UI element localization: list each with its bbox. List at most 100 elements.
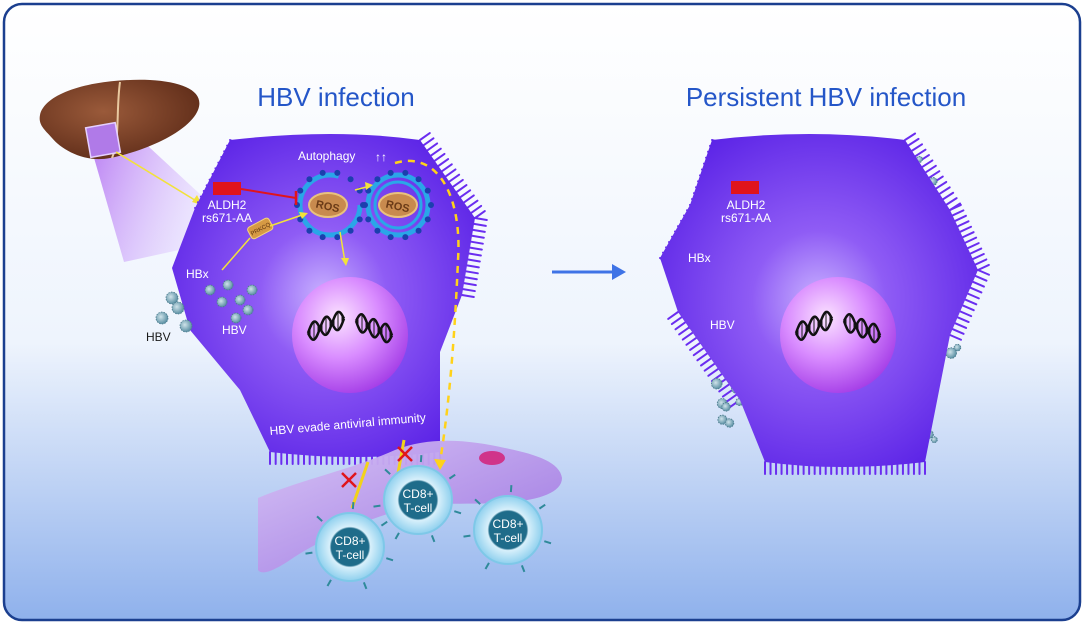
tcell-receptor	[538, 503, 546, 510]
microvillus	[959, 310, 973, 318]
tcell-receptor	[484, 562, 490, 570]
vesicle-dot	[428, 202, 434, 208]
tcell-receptor	[509, 485, 513, 493]
dna-strand	[306, 315, 346, 341]
microvillus	[692, 347, 705, 357]
tcell-receptor	[430, 535, 436, 543]
right-nucleus	[780, 277, 896, 393]
aldh2-block-right	[731, 181, 759, 194]
dna-strand	[842, 313, 882, 339]
genotype-label-left: rs671-AA	[202, 211, 252, 225]
tcell-label-line2: T-cell	[404, 501, 433, 515]
tcell-receptor	[380, 520, 388, 527]
aldh2-inhibit-line	[240, 188, 297, 199]
microvillus	[469, 246, 483, 251]
cd8-tcell: CD8+T-cell	[373, 455, 462, 543]
virus-particle	[717, 414, 728, 425]
left-virus-particles	[155, 279, 258, 333]
microvillus	[954, 214, 967, 222]
tcell-receptor	[394, 532, 400, 540]
virus-particle	[711, 377, 723, 390]
prkcq-arrowhead	[299, 212, 308, 219]
ros-label-1: ROS	[315, 199, 341, 216]
dna-strand	[354, 313, 394, 339]
virus-particle	[953, 343, 962, 352]
aldh2-block-left	[213, 182, 241, 195]
ros-arrowhead	[365, 182, 373, 190]
tcell-label-line2: T-cell	[494, 531, 523, 545]
tcell-body	[315, 512, 385, 582]
virus-particle	[724, 418, 735, 428]
ros-label-2: ROS	[385, 199, 411, 216]
tcell-receptor	[419, 455, 423, 463]
microvillus	[974, 258, 988, 266]
aldh2-label-left: ALDH2	[208, 198, 247, 212]
tcell-label-line2: T-cell	[336, 548, 365, 562]
vesicle-dot	[347, 227, 354, 234]
right-dna-icon	[794, 310, 882, 344]
virus-particle	[179, 319, 193, 333]
vesicle-dot	[387, 169, 394, 176]
microvillus	[938, 186, 951, 195]
microvillus	[971, 253, 985, 261]
vesicle-dot	[334, 169, 341, 176]
hbx-to-prkcq-arrow	[221, 237, 251, 271]
autophagy-label: Autophagy	[298, 149, 355, 163]
microvillus	[945, 197, 958, 206]
dna-strand	[794, 310, 834, 337]
prkcq-to-ros-arrow	[269, 213, 306, 227]
tcell-body	[383, 465, 453, 535]
microvillus	[966, 242, 980, 250]
tcell-body	[473, 495, 543, 565]
autophagosome-2-inner	[373, 180, 423, 230]
tcell-receptor	[448, 473, 456, 480]
liver-icon	[39, 79, 200, 160]
tcell-label-line1: CD8+	[492, 517, 523, 531]
vesicle-dot	[424, 187, 431, 194]
microvillus	[921, 159, 934, 168]
vesicle-dots	[294, 169, 434, 241]
microvillus	[974, 274, 988, 282]
microvillus	[942, 191, 955, 201]
virus-particle	[171, 301, 185, 315]
microvillus	[910, 143, 924, 152]
tcell-receptor	[474, 498, 481, 505]
vesicle-dot	[306, 176, 313, 183]
tcell-receptor	[384, 468, 391, 475]
zoom-square	[84, 121, 122, 159]
blocked-signal-line-1	[350, 461, 370, 509]
tcell-receptor	[351, 502, 355, 510]
blocked-x-icon-1	[341, 472, 357, 488]
microvillus	[462, 288, 476, 293]
autophagy-arrows: ↑↑	[375, 150, 387, 164]
hbv-label-right: HBV	[710, 318, 735, 332]
microvillus	[949, 334, 963, 341]
vesicle-dot	[387, 234, 394, 241]
ros-to-nucleus-arrow	[339, 231, 346, 263]
tcell-label-line1: CD8+	[402, 487, 433, 501]
vesicle-dot	[415, 176, 422, 183]
virus-particle	[945, 347, 957, 359]
microvillus	[725, 393, 738, 403]
microvillus	[977, 269, 991, 276]
right-panel-title: Persistent HBV infection	[686, 82, 966, 112]
microvillus	[681, 331, 694, 341]
microvillus	[907, 137, 920, 147]
microvillus	[971, 280, 985, 288]
microvillus	[471, 234, 485, 239]
microvillus	[472, 228, 486, 233]
microvillus	[459, 189, 472, 199]
microvillus	[468, 252, 482, 257]
microvillus	[470, 204, 483, 214]
microvillus	[461, 294, 475, 298]
microvillus	[437, 158, 450, 167]
microvillus	[467, 258, 481, 263]
hbv-label-inside: HBV	[222, 323, 247, 337]
virus-particle	[155, 311, 169, 325]
microvillus	[924, 164, 937, 174]
microvillus	[956, 316, 970, 324]
microvillus	[448, 173, 461, 183]
zoom-beam	[86, 122, 215, 262]
